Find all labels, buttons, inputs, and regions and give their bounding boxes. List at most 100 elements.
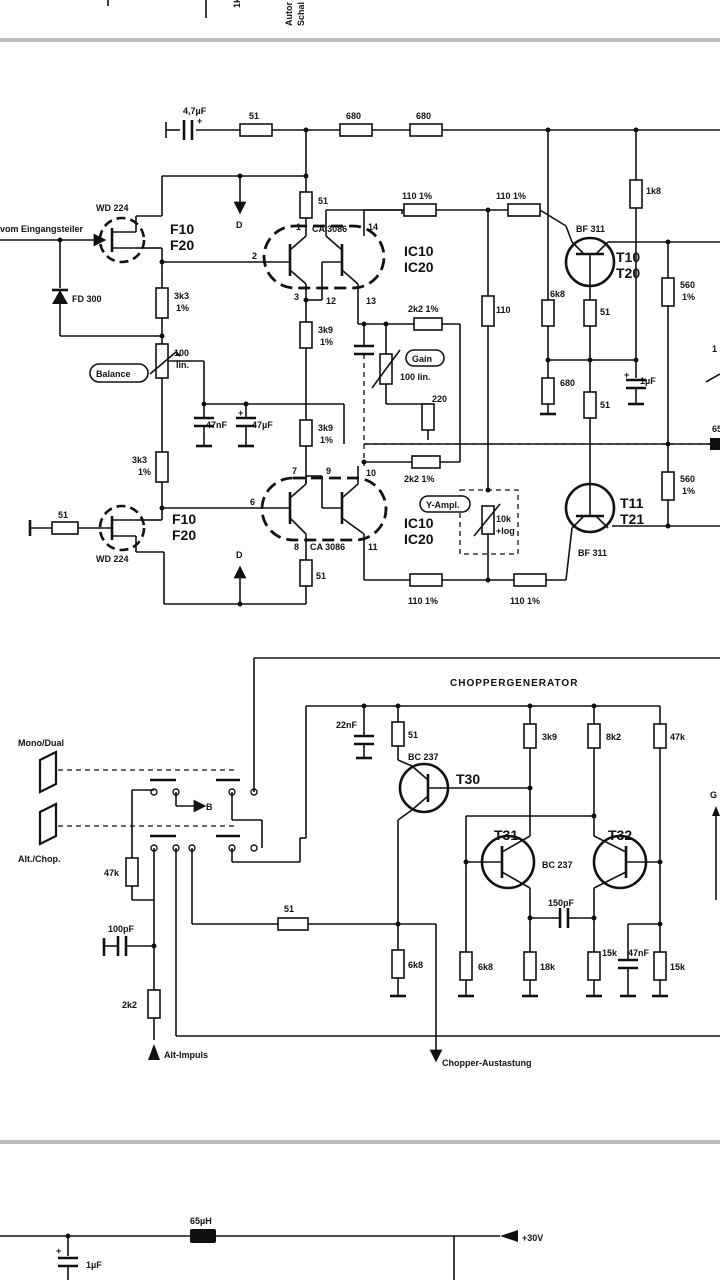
edge-label-65: 65	[712, 424, 720, 434]
svg-text:47µF: 47µF	[252, 420, 273, 430]
cap-47nf-chopper: 47nF	[618, 923, 660, 998]
resistor-560-a: 560 1%	[661, 277, 695, 307]
svg-text:110 1%: 110 1%	[408, 596, 438, 606]
input-label: vom Eingangsteiler	[0, 224, 84, 234]
svg-text:47nF: 47nF	[206, 420, 228, 430]
ic-ca3086-bottom: 7 9 10 6 8 11 CA 3086 IC10 IC20	[250, 466, 434, 552]
balance-label: Balance	[89, 363, 149, 383]
svg-text:6k8: 6k8	[408, 960, 423, 970]
transistor-t31: T31	[466, 827, 536, 890]
resistor-51-t30: 51	[391, 706, 418, 760]
svg-text:+log: +log	[496, 526, 515, 536]
fragment-label-autor: Autor	[284, 2, 294, 26]
alt-impuls-label: Alt-Impuls	[164, 1050, 208, 1060]
previous-page-fragment: 1k Autor Schal	[107, 0, 306, 26]
svg-text:47nF: 47nF	[628, 948, 650, 958]
t11-ref: T11	[620, 495, 644, 511]
svg-text:1%: 1%	[320, 435, 333, 445]
svg-text:2: 2	[252, 251, 257, 261]
edge-label-1: 1	[712, 344, 717, 354]
svg-text:1%: 1%	[176, 303, 189, 313]
svg-text:2k2 1%: 2k2 1%	[404, 474, 435, 484]
cap-47uf: + 47µF	[236, 404, 273, 448]
svg-text:1%: 1%	[682, 292, 695, 302]
alt-impuls-input: Alt-Impuls	[148, 1044, 208, 1060]
resistor-15k-b: 15k	[652, 951, 686, 998]
edge-connector	[710, 438, 720, 450]
resistor-2k2-a: 2k2 1%	[408, 304, 443, 331]
cap-22nf: 22nF	[336, 706, 374, 760]
gain-label: Gain	[405, 349, 445, 367]
svg-text:51: 51	[600, 307, 610, 317]
fet-ref-f10-bottom: F10	[172, 511, 196, 527]
svg-text:18k: 18k	[540, 962, 556, 972]
svg-text:51: 51	[600, 400, 610, 410]
resistor-47k-chopper: 47k	[653, 706, 686, 952]
resistor-110-1b: 110 1%	[496, 191, 541, 217]
svg-text:Gain: Gain	[412, 354, 432, 364]
svg-text:Y-Ampl.: Y-Ampl.	[426, 500, 460, 510]
edge-label-g: G	[710, 790, 717, 800]
ic-ca3086-top: 1 14 2 3 12 13 CA 3086 IC10 IC20	[252, 222, 434, 306]
resistor-3k3-bottom: 3k3 1%	[132, 378, 169, 508]
svg-text:Balance: Balance	[96, 369, 131, 379]
fet-type-bottom: WD 224	[96, 554, 129, 564]
svg-text:10: 10	[366, 468, 376, 478]
svg-text:220: 220	[432, 394, 447, 404]
resistor-18k: 18k	[522, 951, 556, 998]
svg-text:14: 14	[368, 222, 378, 232]
fragment-label-schal: Schal	[296, 2, 306, 26]
svg-text:22nF: 22nF	[336, 720, 358, 730]
svg-text:1%: 1%	[320, 337, 333, 347]
ic-ref-ic20-bottom: IC20	[404, 531, 434, 547]
ic-ref-ic20-top: IC20	[404, 259, 434, 275]
fet-wd224-top: WD 224 F10 F20	[96, 203, 194, 264]
resistor-110-mid: 110	[481, 295, 511, 327]
resistor-15k-a: 15k	[586, 948, 618, 998]
resistor-1k8: 1k8	[629, 179, 661, 209]
t20-ref: T20	[616, 265, 640, 281]
resistor-6k8-chopper-a: 6k8	[390, 949, 423, 998]
t30-ref: T30	[456, 771, 480, 787]
resistor-110-1d: 110 1%	[510, 573, 547, 606]
svg-text:51: 51	[318, 196, 328, 206]
y-ampl-label: Y-Ampl.	[419, 495, 471, 513]
fragment-label-1k: 1k	[232, 0, 242, 8]
resistor-6k8-a: 6k8	[541, 289, 565, 327]
cap-100pf: 100pF	[102, 924, 154, 956]
svg-text:lin.: lin.	[176, 360, 189, 370]
switch-alt-label: Alt./Chop.	[18, 854, 61, 864]
t21-ref: T21	[620, 511, 644, 527]
fet-ref-f20-bottom: F20	[172, 527, 196, 543]
switch-mono-dual[interactable]: Mono/Dual	[18, 738, 236, 794]
resistor-3k3-top: 3k3 1%	[155, 262, 189, 344]
switch-alt-chop[interactable]: Alt./Chop.	[18, 802, 236, 864]
resistor-220: 220	[421, 394, 447, 431]
transistor-t11: BF 311 T11 T21	[564, 482, 644, 558]
resistor-3k9-b: 3k9 1%	[299, 419, 333, 447]
resistor-51-t10: 51	[583, 299, 610, 327]
resistor-51-chopper: 51	[277, 904, 309, 931]
svg-text:560: 560	[680, 474, 695, 484]
svg-text:560: 560	[680, 280, 695, 290]
svg-text:7: 7	[292, 466, 297, 476]
inductor-label: 65µH	[190, 1216, 212, 1226]
switch-contacts: B	[150, 778, 258, 852]
svg-text:13: 13	[366, 296, 376, 306]
label-d-top: D	[236, 220, 243, 230]
diode-label: FD 300	[72, 294, 102, 304]
svg-text:51: 51	[249, 111, 259, 121]
switch-b-label: B	[206, 802, 213, 812]
fet-ref-f20-top: F20	[170, 237, 194, 253]
svg-text:1µF: 1µF	[640, 376, 656, 386]
cap-1uf: + 1µF	[624, 370, 656, 406]
svg-text:47k: 47k	[670, 732, 686, 742]
svg-text:51: 51	[316, 571, 326, 581]
supply-rail-top: + 4,7µF	[165, 106, 720, 140]
t32-ref: T32	[608, 827, 632, 843]
cap-47nf: 47nF	[194, 404, 228, 448]
resistor-51-top: 51	[239, 111, 273, 137]
svg-text:110: 110	[496, 305, 511, 315]
svg-text:1%: 1%	[682, 486, 695, 496]
